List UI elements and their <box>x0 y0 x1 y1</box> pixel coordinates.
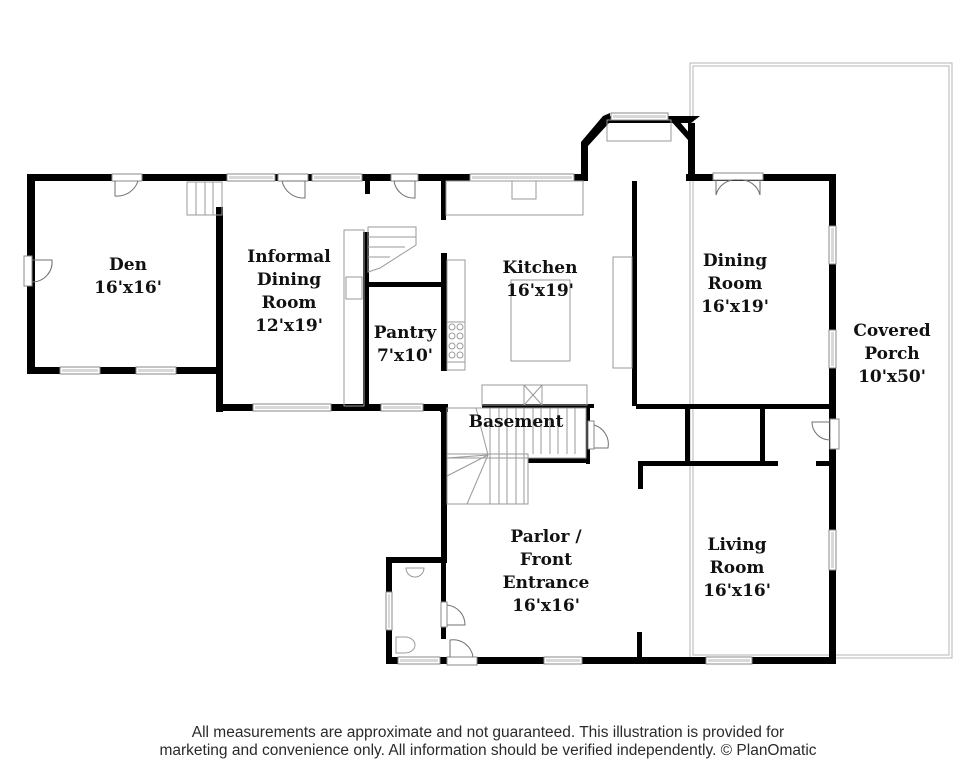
disclaimer-line-1: All measurements are approximate and not… <box>191 724 785 741</box>
room-dimensions: 16'x19' <box>506 281 574 301</box>
room-dimensions: 12'x19' <box>255 316 323 336</box>
room-label-kitchen: Kitchen 16'x19' <box>503 257 578 303</box>
room-label-basement: Basement <box>469 411 564 434</box>
room-name: Parlor / <box>510 527 582 547</box>
room-dimensions: 16'x19' <box>701 297 769 317</box>
room-name: Room <box>707 274 763 294</box>
fixtures <box>186 119 672 654</box>
room-name: Porch <box>864 344 920 364</box>
room-label-dining-room: Dining Room 16'x19' <box>701 250 769 319</box>
room-name: Living <box>707 535 767 555</box>
room-dimensions: 16'x16' <box>703 581 771 601</box>
room-name: Entrance <box>502 573 590 593</box>
room-name: Covered <box>853 321 931 341</box>
room-label-parlor: Parlor / Front Entrance 16'x16' <box>503 526 590 618</box>
room-name: Room <box>261 293 317 313</box>
room-dimensions: 16'x16' <box>94 278 162 298</box>
room-name: Dining <box>702 251 768 271</box>
room-dimensions: 10'x50' <box>858 367 926 387</box>
room-name: Kitchen <box>502 258 578 278</box>
doors <box>23 172 840 666</box>
room-name: Dining <box>256 270 322 290</box>
room-label-covered-porch: Covered Porch 10'x50' <box>853 320 930 389</box>
room-name: Informal <box>247 247 331 267</box>
room-label-living-room: Living Room 16'x16' <box>703 534 771 603</box>
room-name: Front <box>519 550 573 570</box>
windows <box>59 112 837 665</box>
room-dimensions: 7'x10' <box>376 346 434 366</box>
disclaimer-line-2: marketing and convenience only. All info… <box>159 742 817 759</box>
room-name: Room <box>709 558 765 578</box>
room-name: Pantry <box>373 323 437 343</box>
room-label-pantry: Pantry 7'x10' <box>374 322 436 368</box>
room-name: Den <box>109 255 147 275</box>
disclaimer-text: All measurements are approximate and not… <box>0 724 976 760</box>
room-dimensions: 16'x16' <box>512 596 580 616</box>
room-label-informal-dining: Informal Dining Room 12'x19' <box>247 246 330 338</box>
room-name: Basement <box>468 412 564 432</box>
room-label-den: Den 16'x16' <box>94 254 162 300</box>
